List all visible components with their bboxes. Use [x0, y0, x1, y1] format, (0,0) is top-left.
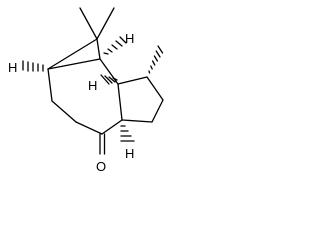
atom-label-h-mid: H: [88, 78, 97, 93]
bond: [101, 119, 123, 135]
bond: [75, 121, 103, 135]
bond: [151, 99, 164, 123]
bond-group: [22, 7, 164, 155]
molecule-svg: H H H H O: [8, 7, 164, 174]
bond: [117, 76, 148, 85]
bond: [121, 119, 153, 123]
bond: [47, 58, 101, 70]
structure-drawing: H H H H O: [0, 0, 182, 208]
bond: [96, 38, 101, 60]
bond: [51, 100, 77, 123]
atom-label-h-left: H: [8, 60, 17, 75]
bond-methyl: [96, 7, 115, 40]
bond: [117, 83, 123, 121]
hashed-bond-h-bottom: [120, 125, 135, 142]
bond: [99, 58, 119, 85]
atom-label-oxygen: O: [96, 159, 106, 174]
bond: [146, 76, 164, 101]
bond: [47, 68, 53, 102]
bond: [47, 38, 98, 70]
bond-methyl: [79, 7, 98, 40]
atom-label-h-top: H: [125, 31, 134, 46]
hashed-bond-h-left: [22, 60, 44, 72]
hashed-bond-h-mid: [100, 74, 118, 85]
atom-label-h-bottom: H: [125, 146, 134, 161]
hashed-bond-methyl: [148, 45, 164, 74]
hashed-bond-h-top: [103, 36, 127, 55]
